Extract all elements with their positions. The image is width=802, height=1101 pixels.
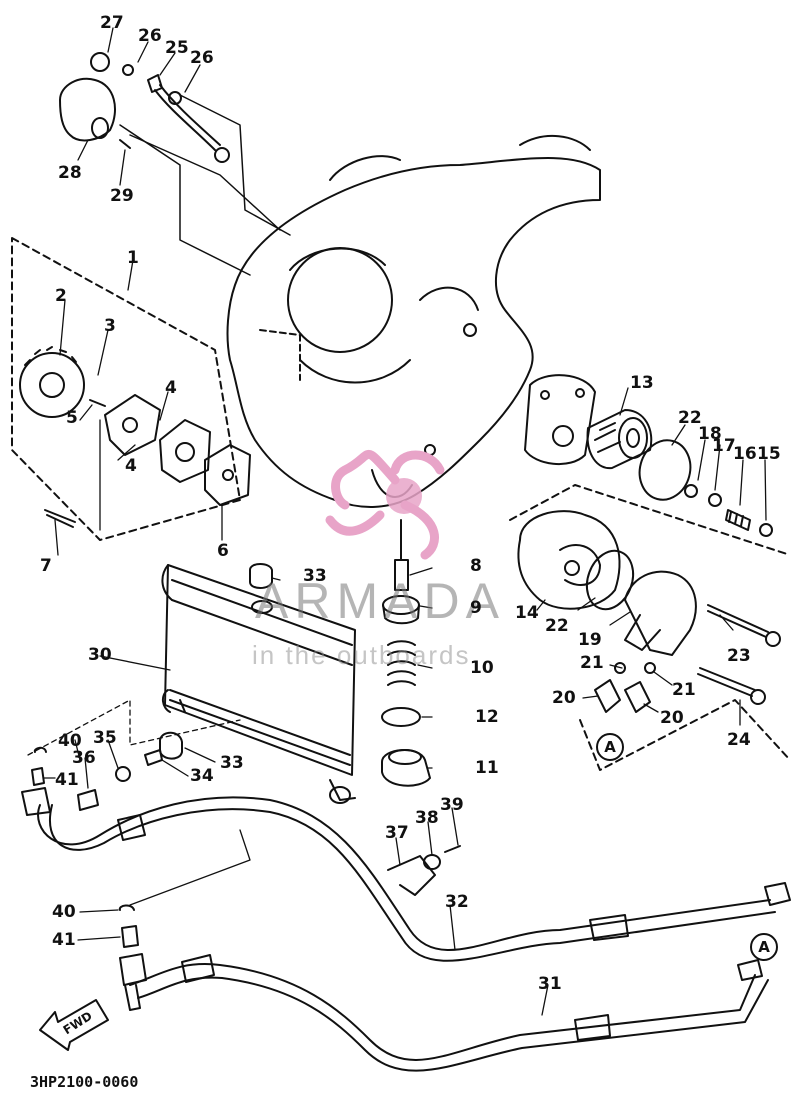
oil-cooler: [164, 564, 356, 776]
callout-9: 9: [470, 598, 482, 618]
callout-18: 18: [698, 424, 722, 444]
callout-25: 25: [165, 38, 189, 58]
callout-32: 32: [445, 892, 469, 912]
callout-37: 37: [385, 823, 409, 843]
callout-22b: 22: [545, 616, 569, 636]
drive-shaft: [154, 89, 216, 151]
connector-mark-a-upper: A: [596, 733, 624, 761]
watermark-tagline: in the outboards: [252, 640, 471, 670]
callout-16: 16: [733, 444, 757, 464]
drive-gear: [59, 77, 116, 142]
fitting-20a: [594, 679, 621, 713]
crankcase-cover: [226, 157, 601, 508]
callout-31: 31: [538, 974, 562, 994]
callout-35: 35: [93, 728, 117, 748]
callout-2: 2: [55, 286, 67, 306]
callout-21b: 21: [672, 680, 696, 700]
callout-39: 39: [440, 795, 464, 815]
callout-38: 38: [415, 808, 439, 828]
callout-12: 12: [475, 707, 499, 727]
bolt-23: [707, 604, 769, 638]
callout-19: 19: [578, 630, 602, 650]
callout-13: 13: [630, 373, 654, 393]
callout-41a: 41: [55, 770, 79, 790]
callout-26a: 26: [138, 26, 162, 46]
gasket: [524, 374, 596, 466]
pump-gasket-6: [204, 444, 251, 506]
callout-30: 30: [88, 645, 112, 665]
callout-24: 24: [727, 730, 751, 750]
callout-14: 14: [515, 603, 539, 623]
bolt-24: [697, 667, 756, 697]
callout-40b: 40: [52, 902, 76, 922]
pump-cover: [104, 394, 161, 456]
oil-hose-31: [129, 963, 756, 1061]
callout-36: 36: [72, 748, 96, 768]
oil-hose-32: [37, 796, 771, 951]
callout-33b: 33: [220, 753, 244, 773]
callout-21a: 21: [580, 653, 604, 673]
o-ring-12: [381, 707, 421, 727]
callout-40a: 40: [58, 731, 82, 751]
oil-filter-cover: [517, 510, 621, 610]
callout-29: 29: [110, 186, 134, 206]
pump-gear: [19, 352, 85, 418]
oil-filter-element: [586, 409, 653, 470]
callout-27: 27: [100, 13, 124, 33]
callout-22a: 22: [678, 408, 702, 428]
callout-8: 8: [470, 556, 482, 576]
callout-7: 7: [40, 556, 52, 576]
oil-pipe-housing: [624, 570, 697, 656]
cover-bore: [287, 247, 393, 353]
callout-28: 28: [58, 163, 82, 183]
callout-26b: 26: [190, 48, 214, 68]
spring-10: [387, 640, 416, 686]
diagram-reference-code: 3HP2100-0060: [30, 1073, 139, 1091]
callout-1: 1: [127, 248, 139, 268]
callout-33a: 33: [303, 566, 327, 586]
pipe-8: [394, 559, 409, 591]
pump-rotor-housing: [159, 419, 211, 483]
callout-20b: 20: [660, 708, 684, 728]
connector-mark-a-lower: A: [750, 933, 778, 961]
fitting-20b: [624, 681, 651, 713]
callout-34: 34: [190, 766, 214, 786]
callout-5: 5: [66, 408, 78, 428]
watermark-name: ARMADA: [255, 573, 505, 629]
forward-arrow: [39, 999, 109, 1051]
o-ring-22-lower: [585, 549, 635, 611]
callout-11: 11: [475, 758, 499, 778]
callout-3: 3: [104, 316, 116, 336]
o-ring-22-upper: [638, 439, 692, 501]
callout-4a: 4: [165, 378, 177, 398]
callout-41b: 41: [52, 930, 76, 950]
callout-23: 23: [727, 646, 751, 666]
callout-10: 10: [470, 658, 494, 678]
callout-6: 6: [217, 541, 229, 561]
callout-17: 17: [712, 436, 736, 456]
callout-15: 15: [757, 444, 781, 464]
callout-4b: 4: [125, 456, 137, 476]
callout-20a: 20: [552, 688, 576, 708]
